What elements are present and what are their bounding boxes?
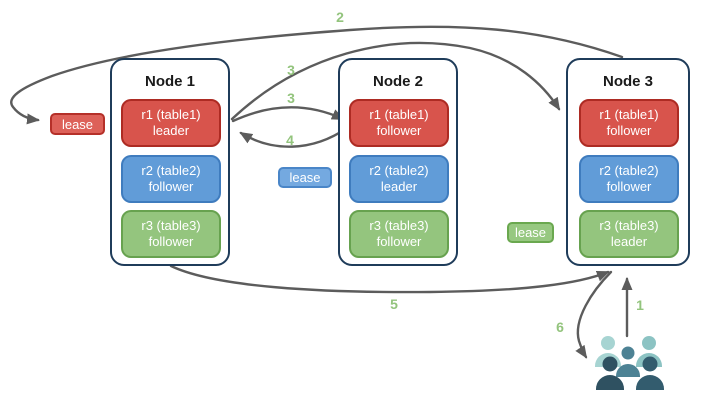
node-1-card: Node 1 r1 (table1) leader r2 (table2) fo… — [110, 58, 230, 266]
step-label-3a: 3 — [287, 62, 295, 78]
node-3-title: Node 3 — [602, 73, 653, 90]
range-role: leader — [380, 179, 418, 194]
node2-range-r2: r2 (table2) leader — [349, 155, 449, 203]
range-name: r3 (table3) — [599, 217, 659, 233]
node1-range-r3: r3 (table3) follower — [121, 210, 221, 258]
range-role: leader — [152, 123, 190, 138]
range-name: r1 (table1) — [599, 106, 659, 122]
step-label-1: 1 — [636, 297, 644, 313]
node3-range-r1: r1 (table1) follower — [579, 99, 679, 147]
step-label-6: 6 — [556, 319, 564, 335]
range-role: follower — [148, 234, 194, 249]
range-name: r2 (table2) — [141, 162, 201, 178]
node-3-card: Node 3 r1 (table1) follower r2 (table2) … — [566, 58, 690, 266]
arrow-step-5-node1-to-node3 — [169, 264, 610, 294]
arrow-step-3-node1-to-node2 — [231, 106, 345, 123]
step-label-5: 5 — [390, 296, 398, 312]
range-role: follower — [606, 179, 652, 194]
range-name: r2 (table2) — [369, 162, 429, 178]
range-name: r1 (table1) — [141, 106, 201, 122]
range-name: r1 (table1) — [369, 106, 429, 122]
node3-range-r2: r2 (table2) follower — [579, 155, 679, 203]
step-label-3b: 3 — [287, 90, 295, 106]
range-role: leader — [610, 234, 648, 249]
range-name: r2 (table2) — [599, 162, 659, 178]
lease-chip-r1: lease — [50, 113, 105, 135]
range-role: follower — [376, 234, 422, 249]
range-name: r3 (table3) — [369, 217, 429, 233]
node2-range-r3: r3 (table3) follower — [349, 210, 449, 258]
arrow-step-6-node3-to-users — [575, 270, 613, 359]
node2-range-r1: r1 (table1) follower — [349, 99, 449, 147]
node3-range-r3: r3 (table3) leader — [579, 210, 679, 258]
range-role: follower — [148, 179, 194, 194]
lease-chip-r2: lease — [278, 167, 332, 188]
node1-range-r2: r2 (table2) follower — [121, 155, 221, 203]
node-1-title: Node 1 — [144, 73, 195, 90]
range-role: follower — [376, 123, 422, 138]
step-label-2: 2 — [336, 9, 344, 25]
arrow-step-2-node3-to-lease1 — [10, 25, 624, 125]
users-icon — [595, 336, 664, 390]
node-2-card: Node 2 r1 (table1) follower r2 (table2) … — [338, 58, 458, 266]
range-role: follower — [606, 123, 652, 138]
node-2-title: Node 2 — [372, 73, 423, 90]
step-label-4: 4 — [286, 132, 294, 148]
lease-chip-r3: lease — [507, 222, 554, 243]
range-name: r3 (table3) — [141, 217, 201, 233]
node1-range-r1: r1 (table1) leader — [121, 99, 221, 147]
